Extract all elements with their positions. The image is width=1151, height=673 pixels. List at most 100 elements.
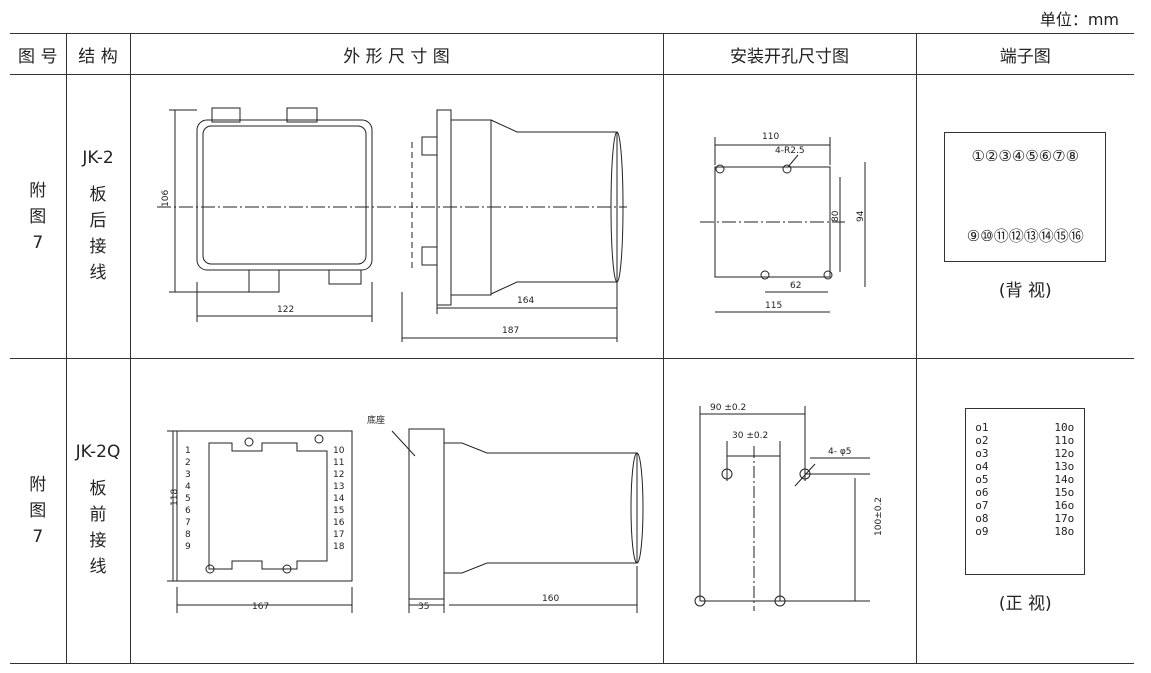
terminal-label: 12o <box>1054 447 1075 460</box>
outline-drawing-front: 118 167 底座 35 160 1 2 3 4 5 6 7 8 9 <box>166 414 643 613</box>
unit-label: 单位：mm <box>1039 10 1119 29</box>
dim-width: 167 <box>252 602 269 612</box>
cutout-vertical: 100±0.2 <box>874 497 884 536</box>
pin-labels-left: 1 2 3 4 5 6 7 8 9 <box>185 446 191 552</box>
table-row: 附 图 7 JK-2Q 板 前 接 线 <box>10 358 1134 664</box>
terminal-label: 13o <box>1054 460 1075 473</box>
pin-label: 12 <box>333 470 344 480</box>
structure-char: 后 <box>89 210 107 231</box>
dim-width: 122 <box>277 305 294 315</box>
cutout-drawing-rear: 110 4-R2.5 80 94 62 115 <box>699 132 866 312</box>
terminal-label: 15o <box>1054 486 1075 499</box>
header-cutout: 安装开孔尺寸图 <box>662 33 916 75</box>
pin-label: 18 <box>333 542 345 552</box>
terminal-label: o3 <box>975 447 989 460</box>
structure-char: 线 <box>89 557 107 577</box>
figure-char: 7 <box>32 527 44 547</box>
pin-label: 15 <box>333 506 344 516</box>
pin-label: 9 <box>185 542 191 552</box>
pin-labels-right: 10 11 12 13 14 15 16 17 18 <box>333 446 345 552</box>
terminal-label: 16o <box>1054 499 1075 512</box>
cutout-bottom: 115 <box>765 301 782 311</box>
cutout-outer: 90 ±0.2 <box>710 403 746 413</box>
cutout-drawing-cell: 90 ±0.2 30 ±0.2 4- φ5 100±0.2 <box>662 358 916 664</box>
outline-drawing-rear: 106 122 164 187 <box>156 107 627 342</box>
terminal-label: o7 <box>975 499 989 512</box>
header-outline: 外 形 尺 寸 图 <box>129 33 663 75</box>
dim-depth-b: 187 <box>502 326 519 336</box>
model-name: JK-2 <box>82 147 114 168</box>
cutout-inner-w: 62 <box>790 281 801 291</box>
terminal-cell: o1 o2 o3 o4 o5 o6 o7 o8 o9 10o 11o 12o <box>915 358 1134 664</box>
figure-char: 附 <box>29 180 47 201</box>
view-label-front: (正 视) <box>998 594 1052 614</box>
cutout-drawing-front: 90 ±0.2 30 ±0.2 4- φ5 100±0.2 <box>694 403 884 611</box>
structure-char: 接 <box>89 531 107 551</box>
pin-label: 7 <box>185 518 191 528</box>
terminal-label: o5 <box>975 473 989 486</box>
pin-label: 10 <box>333 446 345 456</box>
structure-char: 前 <box>89 505 107 525</box>
pin-label: 17 <box>333 530 344 540</box>
cutout-hole: 4- φ5 <box>828 447 852 457</box>
dim-depth-a: 164 <box>517 296 534 306</box>
pin-label: 4 <box>185 482 191 492</box>
terminal-label: o9 <box>975 525 989 538</box>
pin-label: 8 <box>185 530 191 540</box>
structure-char: 板 <box>89 479 107 499</box>
cutout-drawing-cell: 110 4-R2.5 80 94 62 115 <box>662 74 916 359</box>
pin-label: 1 <box>185 446 191 456</box>
structure-char: 板 <box>89 184 107 205</box>
spec-table: 图 号 结 构 外 形 尺 寸 图 安装开孔尺寸图 端子图 附 图 7 JK-2… <box>10 33 1134 664</box>
terminal-label: 14o <box>1054 473 1075 486</box>
pin-label: 14 <box>333 494 345 504</box>
terminal-col-left: o1 o2 o3 o4 o5 o6 o7 o8 o9 <box>975 421 988 538</box>
figure-char: 附 <box>29 475 47 495</box>
model-name: JK-2Q <box>75 442 121 462</box>
cutout-outer-h: 94 <box>856 210 866 222</box>
header-row: 图 号 结 构 外 形 尺 寸 图 安装开孔尺寸图 端子图 <box>10 33 1134 75</box>
terminal-label: 18o <box>1054 525 1075 538</box>
structure-char: 线 <box>89 262 107 283</box>
structure-cell: JK-2Q 板 前 接 线 <box>65 358 130 664</box>
dim-height: 118 <box>170 489 180 506</box>
pin-label: 13 <box>333 482 344 492</box>
header-figure-no: 图 号 <box>10 33 66 75</box>
pin-label: 6 <box>185 506 191 516</box>
terminal-col-right: 10o 11o 12o 13o 14o 15o 16o 17o 18o <box>1054 421 1074 538</box>
terminal-diagram-front: o1 o2 o3 o4 o5 o6 o7 o8 o9 10o 11o 12o <box>965 408 1086 575</box>
terminal-diagram-rear: ①②③④⑤⑥⑦⑧ ⑨⑩⑪⑫⑬⑭⑮⑯ <box>944 132 1107 262</box>
figure-char: 7 <box>32 232 44 253</box>
outline-drawing-cell: 106 122 164 187 <box>129 74 663 359</box>
dim-depth: 160 <box>542 594 559 604</box>
pin-label: 3 <box>185 470 191 480</box>
terminal-row-bottom: ⑨⑩⑪⑫⑬⑭⑮⑯ <box>966 227 1084 245</box>
terminal-label: o1 <box>975 421 989 434</box>
cutout-inner-h: 80 <box>831 210 841 222</box>
cutout-hole: 4-R2.5 <box>775 146 805 156</box>
figure-cell: 附 图 7 <box>10 358 66 664</box>
structure-char: 接 <box>89 236 107 257</box>
structure-cell: JK-2 板 后 接 线 <box>65 74 130 359</box>
terminal-cell: ①②③④⑤⑥⑦⑧ ⑨⑩⑪⑫⑬⑭⑮⑯ (背 视) <box>915 74 1134 359</box>
pin-label: 5 <box>185 494 191 504</box>
pin-label: 2 <box>185 458 191 468</box>
terminal-row-top: ①②③④⑤⑥⑦⑧ <box>971 147 1080 165</box>
terminal-label: o4 <box>975 460 989 473</box>
table-row: 附 图 7 JK-2 板 后 接 线 <box>10 74 1134 359</box>
terminal-label: 11o <box>1054 434 1075 447</box>
terminal-label: o2 <box>975 434 989 447</box>
view-label-rear: (背 视) <box>998 281 1052 301</box>
header-terminal: 端子图 <box>915 33 1134 75</box>
header-structure: 结 构 <box>65 33 130 75</box>
figure-cell: 附 图 7 <box>10 74 66 359</box>
figure-char: 图 <box>29 501 47 521</box>
figure-char: 图 <box>29 206 47 227</box>
dim-height: 106 <box>161 189 171 206</box>
terminal-label: o6 <box>975 486 989 499</box>
pin-label: 16 <box>333 518 345 528</box>
terminal-label: 17o <box>1054 512 1075 525</box>
terminal-label: 10o <box>1054 421 1075 434</box>
dim-base-depth: 35 <box>418 602 429 612</box>
outline-drawing-cell: 118 167 底座 35 160 1 2 3 4 5 6 7 8 9 <box>129 358 663 664</box>
